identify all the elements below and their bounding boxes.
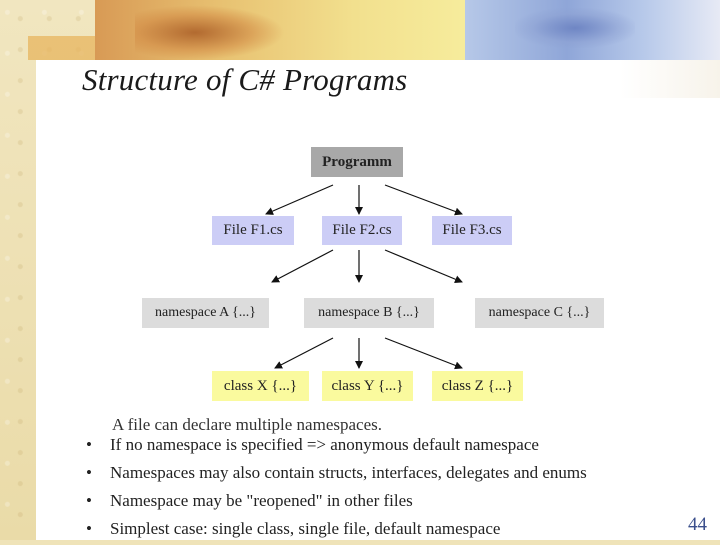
list-item: • Simplest case: single class, single fil… — [86, 517, 587, 545]
diagram-caption: A file can declare multiple namespaces. — [112, 415, 382, 435]
bullet-icon: • — [86, 433, 92, 457]
diagram-node-root: Programm — [311, 147, 403, 177]
bullet-list: • If no namespace is specified => anonymo… — [86, 433, 587, 545]
diagram-node-namespace: namespace B {...} — [304, 298, 434, 328]
decorative-banner — [95, 0, 720, 60]
bullet-icon: • — [86, 489, 92, 513]
diagram-node-class: class X {...} — [212, 371, 309, 401]
diagram-node-file: File F2.cs — [322, 216, 402, 245]
diagram-node-file: File F3.cs — [432, 216, 512, 245]
diagram-node-class: class Z {...} — [432, 371, 523, 401]
bullet-text: Namespaces may also contain structs, int… — [110, 463, 587, 482]
diagram-node-namespace: namespace C {...} — [475, 298, 604, 328]
bullet-text: Namespace may be "reopened" in other fil… — [110, 491, 413, 510]
slide-title: Structure of C# Programs — [82, 62, 407, 98]
bullet-text: Simplest case: single class, single file… — [110, 519, 500, 538]
page-number: 44 — [688, 514, 707, 536]
list-item: • If no namespace is specified => anonymo… — [86, 433, 587, 461]
diagram-node-class: class Y {...} — [322, 371, 413, 401]
list-item: • Namespace may be "reopened" in other fi… — [86, 489, 587, 517]
diagram-node-namespace: namespace A {...} — [142, 298, 269, 328]
bullet-icon: • — [86, 517, 92, 541]
bullet-icon: • — [86, 461, 92, 485]
diagram-node-file: File F1.cs — [212, 216, 294, 245]
list-item: • Namespaces may also contain structs, in… — [86, 461, 587, 489]
bullet-text: If no namespace is specified => anonymou… — [110, 435, 539, 454]
